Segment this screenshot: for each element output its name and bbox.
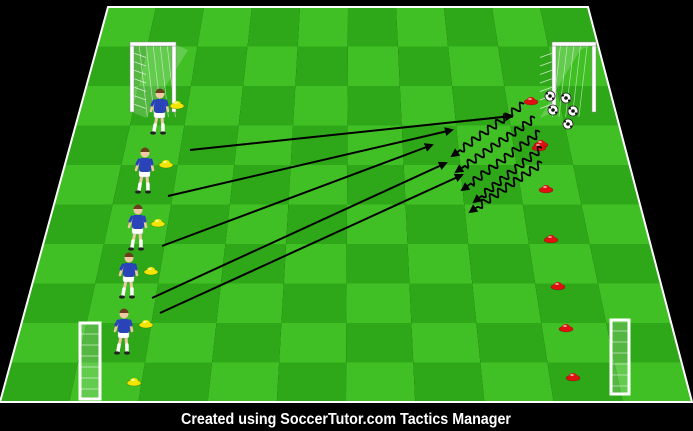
pitch-stripe [212,323,281,363]
pitch-stripe [208,363,280,403]
pitch-stripe [0,363,78,403]
pitch-stripe [43,205,112,245]
pitch-stripe [590,244,661,284]
pitch-stripe [598,284,671,324]
pitch-stripe [293,86,348,126]
pitch-stripe [184,86,243,126]
pitch-stripe [221,244,286,284]
soccer-ball-icon [545,91,555,101]
pitch-stripe [216,284,283,324]
pitch-stripe [409,284,476,324]
pitch-stripe [406,205,469,245]
pitch-stripe [413,363,484,403]
pitch-stripe [492,7,548,47]
pitch-stripe [11,323,87,363]
pitch-stripe [581,205,650,245]
pitch-stripe [22,284,96,324]
pitch-stripe [348,7,398,47]
pitch-stripe [411,323,480,363]
goal-right-small [611,320,629,394]
pitch-stripe [480,363,553,403]
pitch-stripe [348,47,400,87]
pitch-stripe [400,86,456,126]
credit-text: Created using SoccerTutor.com Tactics Ma… [181,411,511,428]
soccer-ball-icon [568,106,578,116]
pitch-stripe [291,126,348,166]
pitch-stripe [529,244,598,284]
soccer-ball-icon [561,93,571,103]
pitch-stripe [346,284,411,324]
pitch-stripe [347,244,410,284]
pitch-stripe [281,284,346,324]
pitch-stripe [472,284,541,324]
pitch-stripe [197,7,252,47]
pitch-stripe [145,323,217,363]
pitch-stripe [573,165,640,205]
pitch-stripe [147,7,204,47]
pitch-stripe [284,244,347,284]
pitch-stripe [32,244,104,284]
pitch-stripe [535,284,606,324]
pitch-stripe [230,165,291,205]
pitch-stripe [346,323,413,363]
pitch-stripe [476,323,547,363]
soccer-ball-icon [548,105,558,115]
pitch-stripe [396,7,448,47]
pitch-stripe [239,86,296,126]
pitch-stripe [171,165,234,205]
pitch-stripe [517,165,582,205]
pitch-stripe [346,363,415,403]
pitch-stripe [468,244,535,284]
pitch-stripe [295,47,347,87]
pitch-stripe [444,7,498,47]
pitch-stripe [288,165,347,205]
pitch-stripe [541,323,614,363]
pitch-stripe [398,47,452,87]
pitch-stripe [408,244,473,284]
goal-left-small [80,323,100,399]
pitch-stripe [286,205,347,245]
pitch-stripe [158,244,225,284]
pitch-stripe [456,126,517,166]
pitch-stripe [448,47,504,87]
pitch-stripe [279,323,346,363]
pitch-stripe [248,7,300,47]
soccer-ball-icon [563,119,573,129]
pitch-stripe [298,7,348,47]
pitch-stripe [191,47,248,87]
pitch-stripe [138,363,212,403]
pitch-stripe [243,47,298,87]
pitch [0,7,692,402]
pitch-stripe [347,86,401,126]
pitch-stripe [277,363,346,403]
